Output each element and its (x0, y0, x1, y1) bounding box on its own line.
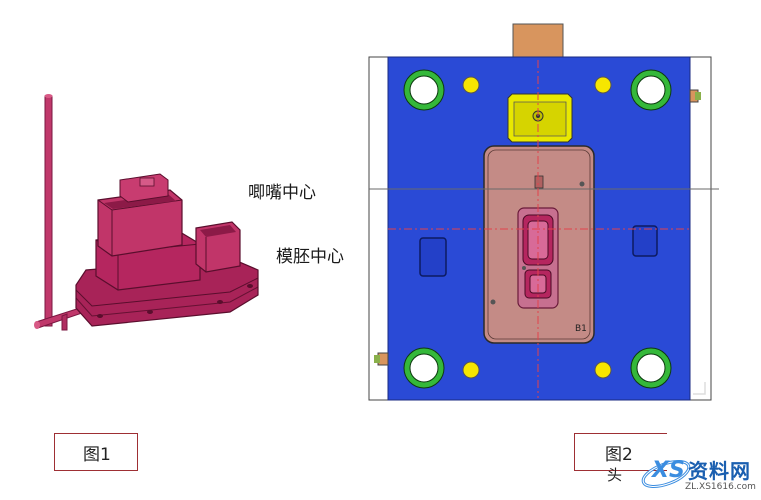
figure-2-caption: 图2 头 (574, 433, 667, 484)
sprue-center-label: 唧嘴中心 (248, 183, 316, 203)
watermark-url: ZL.XS1616.com (685, 482, 756, 492)
return-pin-dots (462, 76, 612, 379)
sprue-rod (44, 95, 53, 327)
mold-plate-diagram (360, 20, 720, 405)
figure-2-label: 图2 (605, 445, 633, 465)
watermark-brand: 资料网 (688, 459, 751, 483)
cavity-center-label: 模胚中心 (276, 247, 344, 267)
figure-2-partial-text: 头 (607, 466, 623, 484)
plate-mark-b1: B1 (575, 324, 587, 334)
watermark-logo (638, 450, 698, 496)
watermark-logo-text: XS (652, 458, 685, 483)
guide-pin-rings (403, 69, 672, 389)
sprue-bushing-block (512, 23, 564, 59)
figure-1-caption: 图1 (54, 433, 138, 471)
figure-1-label: 图1 (83, 445, 111, 465)
part-3d-illustration (0, 80, 300, 340)
